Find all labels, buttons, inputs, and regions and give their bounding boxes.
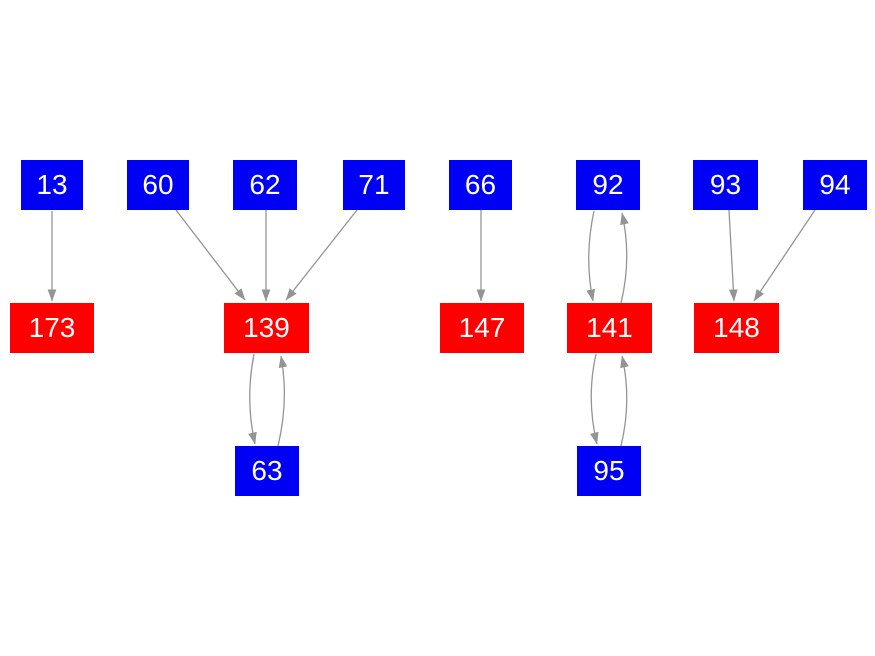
edge-71-139 [285,209,358,301]
edge-group [47,209,816,447]
graph-node-93: 93 [693,160,758,210]
graph-node-13: 13 [21,160,83,210]
graph-node-62: 62 [233,160,297,210]
graph-node-60: 60 [127,160,189,210]
graph-node-63: 63 [235,446,299,496]
edge-60-139 [175,209,246,301]
graph-node-71: 71 [343,160,405,210]
graph-node-66: 66 [449,160,512,210]
graph-node-92: 92 [576,160,640,210]
graph-node-94: 94 [803,160,867,210]
graph-node-173: 173 [10,303,94,353]
graph-node-148: 148 [694,303,779,353]
edge-94-148 [753,209,816,302]
edge-95-141 [620,355,629,447]
graph-node-141: 141 [567,303,652,353]
edge-141-92 [620,212,629,304]
edge-139-63 [248,353,257,445]
edge-141-95 [589,353,599,445]
edge-63-139 [277,355,288,447]
graph-node-139: 139 [224,303,309,353]
graph-node-147: 147 [440,303,524,353]
graph-node-95: 95 [577,446,641,496]
edge-92-141 [586,210,596,302]
edge-93-148 [728,209,738,302]
